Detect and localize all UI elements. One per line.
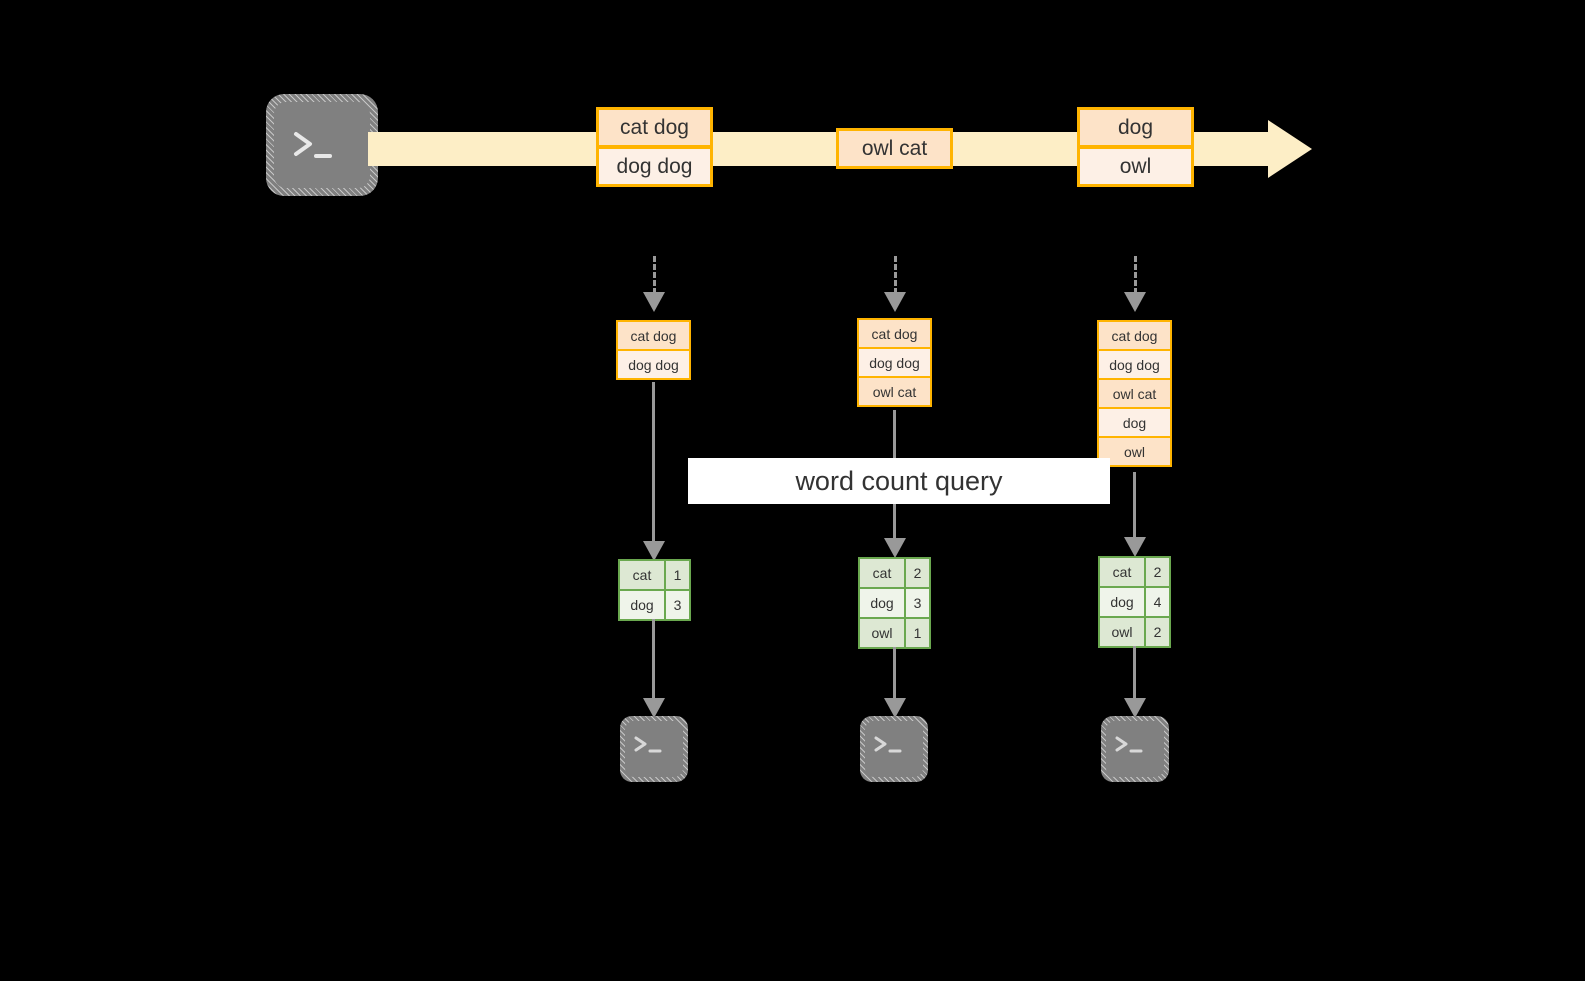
result-to-sink-arrowhead [884, 698, 906, 718]
log-row[interactable]: owl cat [857, 376, 932, 407]
result-word: dog [858, 587, 906, 619]
stream-event-cell[interactable]: cat dog [596, 107, 713, 148]
table-row[interactable]: owl 1 [858, 617, 931, 649]
terminal-screen [865, 721, 923, 777]
stream-event-cell[interactable]: owl cat [836, 128, 953, 169]
terminal-screen [1106, 721, 1164, 777]
terminal-prompt-icon [1115, 736, 1143, 753]
input-log-stack-2: cat dog dog dog owl cat [857, 318, 932, 407]
result-word: owl [858, 617, 906, 649]
log-row[interactable]: dog dog [616, 349, 691, 380]
result-word: cat [1098, 556, 1146, 588]
log-to-result-arrowhead [1124, 537, 1146, 557]
result-count: 2 [1144, 556, 1171, 588]
result-to-sink-connector [652, 619, 655, 703]
result-count: 1 [664, 559, 691, 591]
log-row[interactable]: cat dog [616, 320, 691, 351]
log-row[interactable]: owl cat [1097, 378, 1172, 409]
log-to-result-arrowhead [643, 541, 665, 561]
log-row[interactable]: dog [1097, 407, 1172, 438]
snapshot-tap-connector [653, 256, 656, 294]
table-row[interactable]: dog 3 [858, 587, 931, 619]
log-row[interactable]: dog dog [1097, 349, 1172, 380]
result-count: 3 [904, 587, 931, 619]
snapshot-tap-arrowhead [1124, 292, 1146, 312]
input-log-stack-3: cat dog dog dog owl cat dog owl [1097, 320, 1172, 467]
log-row[interactable]: dog dog [857, 347, 932, 378]
terminal-prompt-icon [874, 736, 902, 753]
result-word: dog [1098, 586, 1146, 618]
log-to-result-connector [652, 382, 655, 546]
terminal-screen [625, 721, 683, 777]
result-count: 4 [1144, 586, 1171, 618]
stream-event-cell[interactable]: dog [1077, 107, 1194, 148]
result-count: 2 [1144, 616, 1171, 648]
result-table-1: cat 1 dog 3 [618, 559, 691, 621]
terminal-icon-sink-3[interactable] [1101, 716, 1169, 782]
table-row[interactable]: dog 4 [1098, 586, 1171, 618]
snapshot-tap-arrowhead [884, 292, 906, 312]
result-count: 3 [664, 589, 691, 621]
table-row[interactable]: owl 2 [1098, 616, 1171, 648]
terminal-icon-sink-1[interactable] [620, 716, 688, 782]
query-label: word count query [795, 465, 1003, 496]
result-to-sink-arrowhead [643, 698, 665, 718]
result-word: cat [858, 557, 906, 589]
table-row[interactable]: cat 2 [858, 557, 931, 589]
result-table-2: cat 2 dog 3 owl 1 [858, 557, 931, 649]
result-to-sink-arrowhead [1124, 698, 1146, 718]
table-row[interactable]: dog 3 [618, 589, 691, 621]
result-to-sink-connector [1133, 646, 1136, 703]
table-row[interactable]: cat 2 [1098, 556, 1171, 588]
result-to-sink-connector [893, 647, 896, 703]
result-word: owl [1098, 616, 1146, 648]
terminal-prompt-icon [634, 736, 662, 753]
query-banner: word count query [688, 458, 1110, 504]
log-row[interactable]: cat dog [857, 318, 932, 349]
result-count: 2 [904, 557, 931, 589]
snapshot-tap-arrowhead [643, 292, 665, 312]
table-row[interactable]: cat 1 [618, 559, 691, 591]
terminal-icon-sink-2[interactable] [860, 716, 928, 782]
stream-event-cell[interactable]: dog dog [596, 146, 713, 187]
result-word: dog [618, 589, 666, 621]
terminal-prompt-icon [294, 132, 332, 158]
stream-event-cell[interactable]: owl [1077, 146, 1194, 187]
snapshot-tap-connector [894, 256, 897, 294]
input-log-stack-1: cat dog dog dog [616, 320, 691, 380]
result-table-3: cat 2 dog 4 owl 2 [1098, 556, 1171, 648]
terminal-icon-source[interactable] [266, 94, 378, 196]
result-count: 1 [904, 617, 931, 649]
log-to-result-arrowhead [884, 538, 906, 558]
log-to-result-connector [1133, 472, 1136, 542]
result-word: cat [618, 559, 666, 591]
terminal-screen [274, 102, 370, 188]
snapshot-tap-connector [1134, 256, 1137, 294]
log-row[interactable]: cat dog [1097, 320, 1172, 351]
